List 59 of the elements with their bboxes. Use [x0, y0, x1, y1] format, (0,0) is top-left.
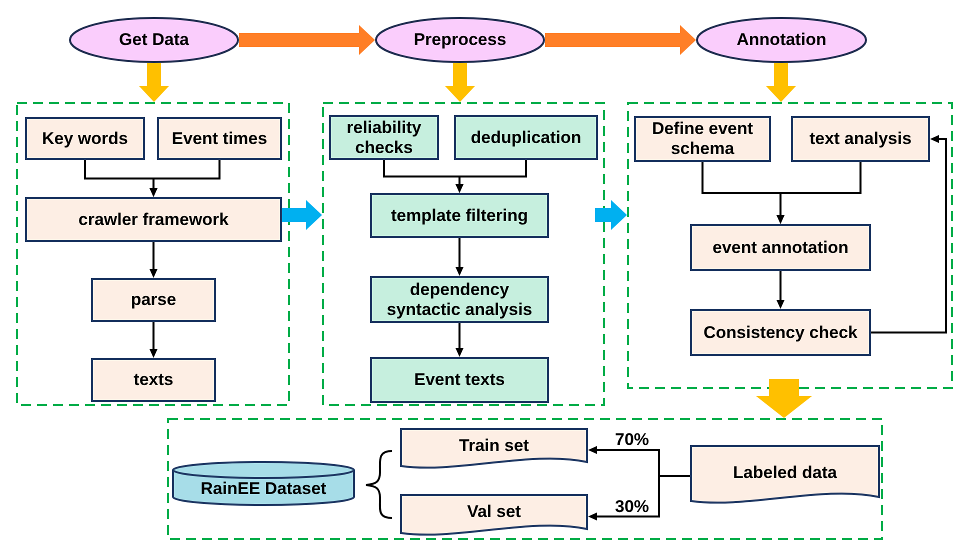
- block-arrow: [445, 63, 475, 102]
- node-label: reliability checks: [346, 118, 422, 158]
- dashed-group-frame: [167, 418, 883, 540]
- node-label: crawler framework: [77, 210, 230, 230]
- stage-title: Get Data: [118, 30, 190, 50]
- node-label: RainEE Dataset: [200, 478, 328, 498]
- block-arrow: [280, 200, 322, 230]
- dashed-group-frame: [627, 102, 953, 389]
- process-box: [370, 193, 549, 238]
- node-label: Val set: [466, 502, 522, 522]
- arrow: [456, 323, 464, 357]
- node-label: Define event schema: [650, 119, 754, 159]
- process-box: [91, 358, 216, 402]
- process-box: [690, 224, 871, 271]
- block-arrow: [756, 379, 812, 418]
- edge-label: 30%: [614, 498, 650, 514]
- block-arrow: [139, 63, 169, 102]
- node-label: Labeled data: [732, 463, 838, 483]
- process-box: [25, 197, 282, 242]
- arrow: [456, 160, 527, 193]
- dashed-group-frame: [16, 102, 290, 406]
- node-label: dependency syntactic analysis: [386, 280, 534, 320]
- process-box: [634, 116, 771, 162]
- arrow: [776, 271, 784, 309]
- arrow: [871, 135, 947, 334]
- process-box: [91, 278, 216, 322]
- stage-title: Annotation: [736, 30, 828, 50]
- arrow: [150, 322, 158, 358]
- process-box: [690, 309, 871, 356]
- dashed-group-frame: [322, 102, 605, 406]
- node-label: Event times: [170, 128, 268, 148]
- process-box: [157, 117, 282, 160]
- block-arrow: [239, 25, 375, 55]
- process-box: [370, 357, 549, 403]
- block-arrow: [595, 200, 627, 230]
- process-box: [25, 117, 145, 160]
- node-label: deduplication: [470, 128, 582, 148]
- edge-label: 70%: [614, 431, 650, 448]
- node-label: Train set: [458, 436, 530, 456]
- node-label: event annotation: [711, 238, 850, 258]
- process-box: [370, 276, 549, 323]
- arrow: [456, 238, 464, 276]
- arrow: [150, 242, 158, 278]
- block-arrow: [766, 63, 796, 102]
- node-label: text analysis: [808, 129, 913, 149]
- node-label: template filtering: [390, 206, 529, 226]
- process-box: [329, 115, 439, 160]
- node-label: Key words: [41, 128, 129, 148]
- arrow: [776, 162, 862, 224]
- arrow: [150, 160, 220, 197]
- stage-title: Preprocess: [412, 30, 508, 50]
- node-label: texts: [132, 370, 174, 390]
- process-box: [791, 116, 930, 162]
- node-label: Consistency check: [702, 322, 858, 342]
- process-box: [454, 115, 598, 160]
- node-label: Event texts: [413, 370, 506, 390]
- block-arrow: [545, 25, 696, 55]
- node-label: parse: [130, 290, 178, 310]
- arrow: [588, 475, 690, 520]
